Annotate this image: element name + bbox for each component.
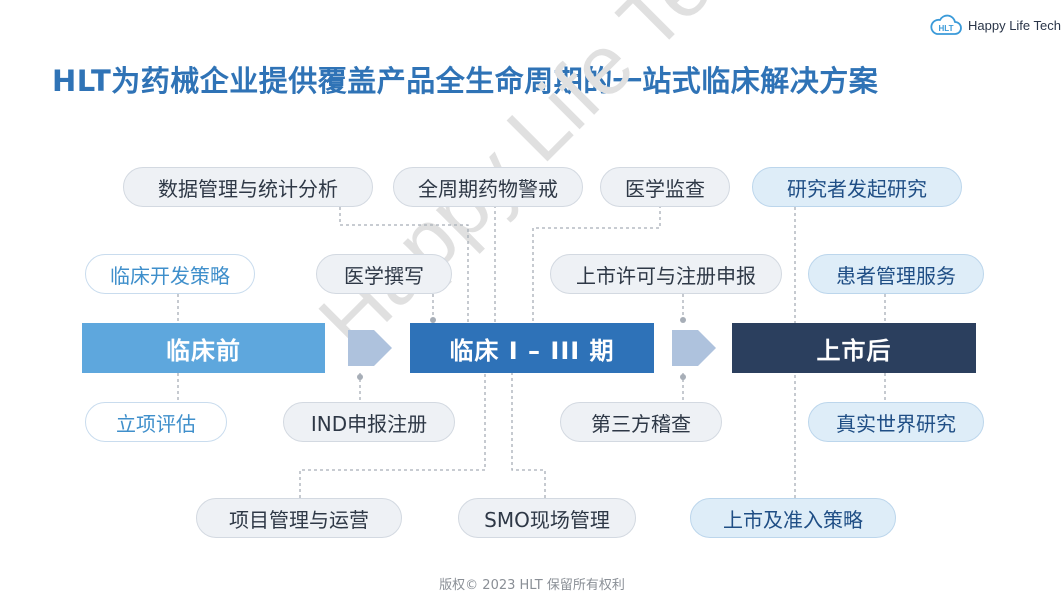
page-title: HLT为药械企业提供覆盖产品全生命周期的一站式临床解决方案 <box>52 64 879 98</box>
logo-mark-text: HLT <box>939 24 954 33</box>
brand-logo: HLT Happy Life Tech <box>930 14 1061 36</box>
phase-arrow-1 <box>348 330 392 366</box>
connector-dot <box>430 317 436 323</box>
phase-label: 临床 I – III 期 <box>449 336 615 365</box>
service-patient-management: 患者管理服务 <box>808 254 984 294</box>
connector-dot <box>680 317 686 323</box>
phase-clinical-trial: 临床 I – III 期 <box>410 323 654 373</box>
cloud-logo-icon: HLT <box>930 14 962 35</box>
connector-dot <box>357 374 363 380</box>
service-third-party-audit: 第三方稽查 <box>560 402 722 442</box>
copyright-footer: 版权© 2023 HLT 保留所有权利 <box>439 578 625 593</box>
phase-pre-clinical: 临床前 <box>82 323 325 373</box>
phase-post-market: 上市后 <box>732 323 976 373</box>
brand-name: Happy Life Tech <box>968 17 1061 33</box>
service-pharmacovigilance: 全周期药物警戒 <box>393 167 583 207</box>
phase-arrow-2 <box>672 330 716 366</box>
connector-data-mgmt <box>339 207 469 323</box>
connector-smo <box>511 373 546 498</box>
service-market-access: 上市及准入策略 <box>690 498 896 538</box>
service-real-world-study: 真实世界研究 <box>808 402 984 442</box>
service-clinical-strategy: 临床开发策略 <box>85 254 255 294</box>
connector-monitor <box>532 205 661 323</box>
phase-label: 临床前 <box>166 336 241 365</box>
service-data-management: 数据管理与统计分析 <box>123 167 373 207</box>
service-marketing-authorization: 上市许可与注册申报 <box>550 254 782 294</box>
phase-label: 上市后 <box>816 336 892 365</box>
service-smo-management: SMO现场管理 <box>458 498 636 538</box>
service-medical-monitoring: 医学监查 <box>600 167 730 207</box>
service-project-management: 项目管理与运营 <box>196 498 402 538</box>
connector-dot <box>680 374 686 380</box>
service-ind-registration: IND申报注册 <box>283 402 455 442</box>
service-investigator-initiated: 研究者发起研究 <box>752 167 962 207</box>
service-medical-writing: 医学撰写 <box>316 254 452 294</box>
connector-pm <box>299 373 486 498</box>
service-feasibility: 立项评估 <box>85 402 227 442</box>
